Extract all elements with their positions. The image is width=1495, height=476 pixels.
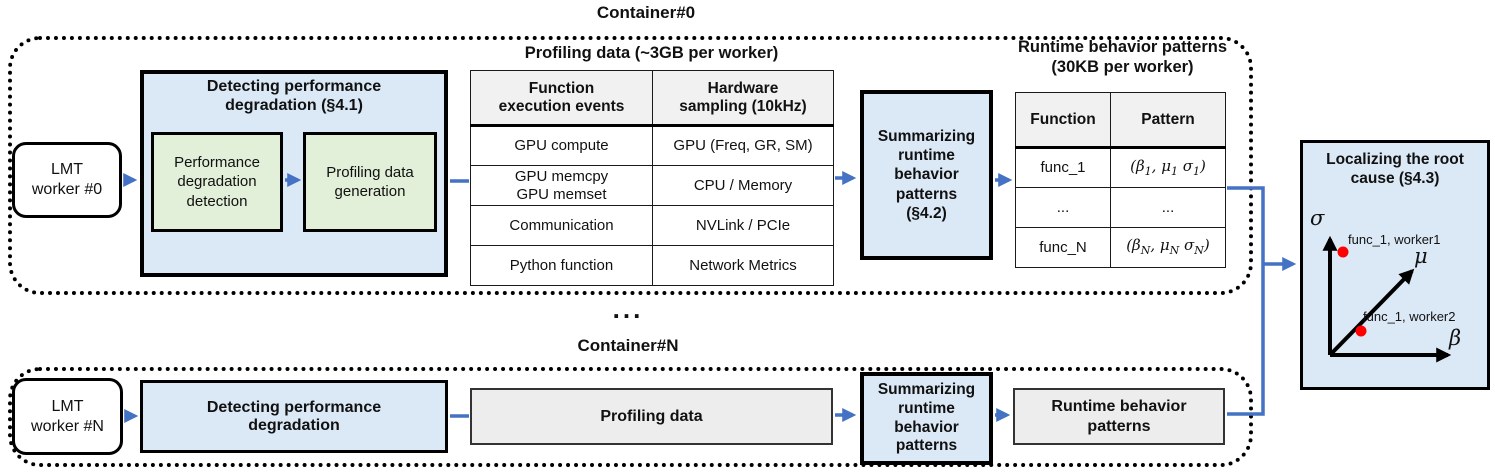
- table-cell: Python function: [470, 245, 653, 286]
- table-cell: func_1: [1015, 147, 1111, 188]
- sigma-axis-label: σ: [1310, 206, 1325, 230]
- container-n-label: Container#N: [577, 336, 679, 355]
- localizing-title: Localizing the root cause (§4.3): [1326, 151, 1464, 188]
- detecting-degradation-title-0: Detecting performance degradation (§4.1): [206, 78, 382, 115]
- table-header-cell: Function: [1015, 92, 1111, 149]
- table-cell: CPU / Memory: [652, 165, 834, 206]
- table-cell: Communication: [470, 205, 653, 246]
- table-cell: (β1, μ1 σ1): [1110, 147, 1226, 188]
- table-cell: Network Metrics: [652, 245, 834, 286]
- scatter-point-worker2: [1355, 325, 1367, 337]
- table-cell: ...: [1015, 187, 1111, 228]
- container-0-label: Container#0: [596, 3, 696, 22]
- container-n-border: [8, 367, 1253, 467]
- beta-axis-label: β: [1449, 326, 1462, 350]
- table-header-cell: Pattern: [1110, 92, 1226, 149]
- scatter-label-worker1: func_1, worker1: [1348, 232, 1441, 247]
- patterns-table-title: Runtime behavior patterns (30KB per work…: [1017, 38, 1228, 76]
- performance-degradation-detection-box: Performance degradation detection: [151, 132, 283, 232]
- summarizing-box-n: Summarizing runtime behavior patterns: [860, 372, 993, 465]
- lmt-worker-0-node: LMT worker #0: [12, 142, 122, 218]
- table-header-cell: Hardware sampling (10kHz): [652, 70, 834, 127]
- table-cell: GPU (Freq, GR, SM): [652, 125, 834, 166]
- profiling-data-box-n: Profiling data: [470, 388, 833, 445]
- table-row: func_1(β1, μ1 σ1): [1015, 147, 1226, 188]
- container-0-border: [8, 36, 1253, 295]
- runtime-patterns-box-n: Runtime behavior patterns: [1013, 388, 1225, 445]
- table-body: func_1(β1, μ1 σ1)......func_N(βN, μN σN): [1015, 147, 1226, 268]
- table-row: ......: [1015, 187, 1226, 228]
- profiling-data-generation-box: Profiling data generation: [303, 132, 437, 232]
- table-cell: GPU memcpy GPU memset: [470, 165, 653, 206]
- scatter-label-worker2: func_1, worker2: [1363, 309, 1456, 324]
- detecting-degradation-box-n: Detecting performance degradation: [140, 380, 448, 453]
- table-row: func_N(βN, μN σN): [1015, 227, 1226, 268]
- table-cell: GPU compute: [470, 125, 653, 166]
- summarizing-box-0: Summarizing runtime behavior patterns (§…: [860, 90, 993, 260]
- profiling-table-title: Profiling data (~3GB per worker): [524, 44, 779, 62]
- mu-axis: [1328, 268, 1415, 357]
- mu-axis-label: μ: [1414, 244, 1428, 268]
- containers-ellipsis: ...: [612, 294, 644, 324]
- table-cell: func_N: [1015, 227, 1111, 268]
- scatter-point-worker1: [1337, 246, 1349, 258]
- table-cell: (βN, μN σN): [1110, 227, 1226, 268]
- table-header-cell: Function execution events: [470, 70, 653, 127]
- lmt-worker-n-node: LMT worker #N: [12, 378, 123, 455]
- table-cell: NVLink / PCIe: [652, 205, 834, 246]
- scatter-plot: [1322, 235, 1452, 363]
- table-cell: ...: [1110, 187, 1226, 228]
